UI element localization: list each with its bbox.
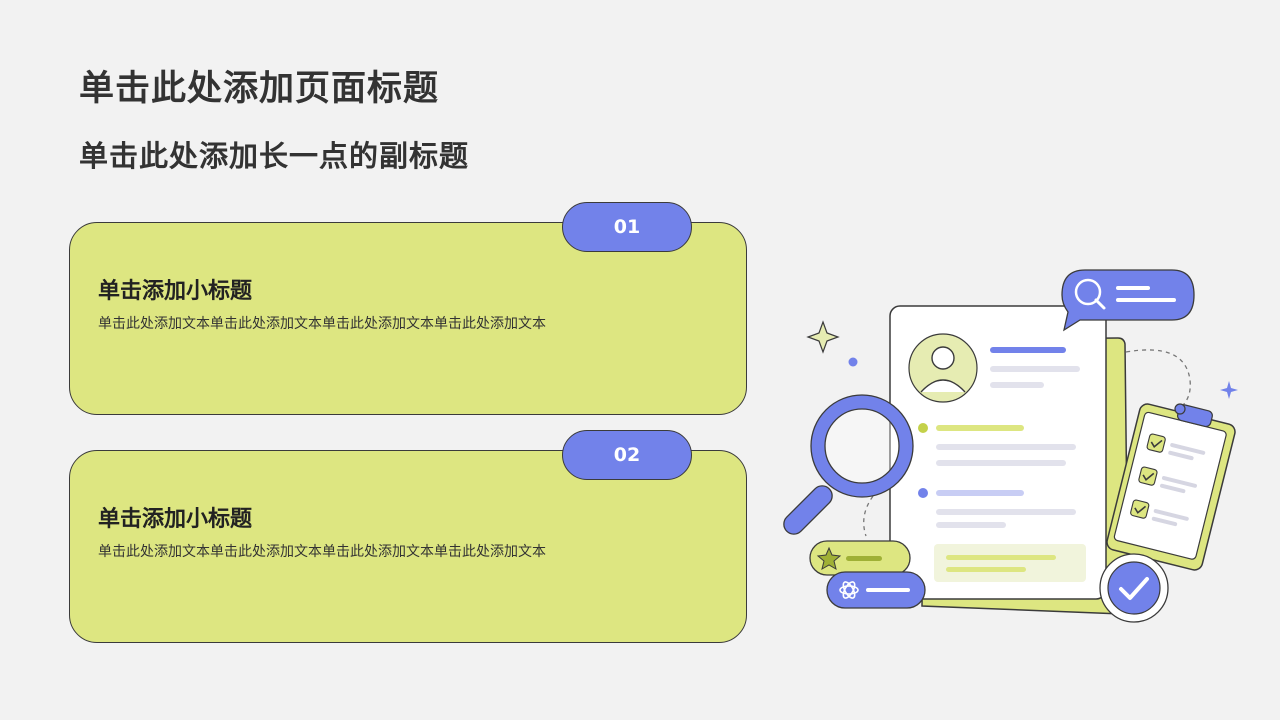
document-review-illustration [783, 269, 1238, 623]
profile-document-icon [889, 305, 1107, 600]
card-number-badge: 01 [562, 202, 692, 252]
card-heading[interactable]: 单击添加小标题 [98, 279, 253, 304]
search-bubble-icon [1061, 269, 1195, 332]
magnifier-icon [783, 394, 914, 535]
page-title: 单击此处添加页面标题 [79, 69, 440, 109]
page-subtitle: 单击此处添加长一点的副标题 [79, 139, 470, 173]
card-body-text[interactable]: 单击此处添加文本单击此处添加文本单击此处添加文本单击此处添加文本 [98, 544, 546, 560]
star-tag-icon [809, 540, 911, 576]
card-heading[interactable]: 单击添加小标题 [98, 507, 253, 532]
content-card-2[interactable]: 02 单击添加小标题 单击此处添加文本单击此处添加文本单击此处添加文本单击此处添… [69, 430, 747, 643]
content-card-1[interactable]: 01 单击添加小标题 单击此处添加文本单击此处添加文本单击此处添加文本单击此处添… [69, 202, 747, 415]
clipboard-checklist-icon [1106, 403, 1236, 571]
card-body-text[interactable]: 单击此处添加文本单击此处添加文本单击此处添加文本单击此处添加文本 [98, 316, 546, 332]
card-number-badge: 02 [562, 430, 692, 480]
check-badge-icon [1099, 553, 1169, 623]
atom-tag-icon [826, 571, 926, 609]
sparkle-icon [806, 320, 1238, 399]
